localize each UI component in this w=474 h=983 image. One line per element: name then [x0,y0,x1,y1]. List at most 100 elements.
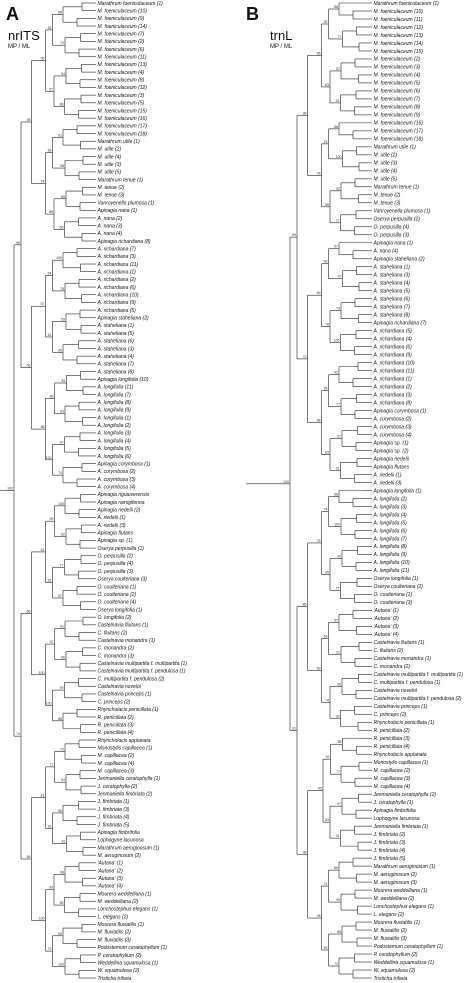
tip-label: Lonchostephus elegans (1) [374,904,435,910]
tip-label: O. perpusilla (3) [98,569,134,575]
tip-label: M. foeniculaceum (10) [98,8,148,14]
support-value: 99 [16,241,20,245]
tip-label: R. penicillata (3) [374,736,410,742]
tip-label: M. foeniculaceum (9) [374,113,421,119]
support-value: 99 [49,886,53,890]
support-value: 77 [336,219,340,223]
tip-label: 'Autana' (1) [97,861,123,867]
support-value: 100 [334,339,340,343]
support-value: 78 [317,914,321,918]
tip-label: M. capillacea (4) [374,784,411,790]
tip-label: Castelnavia noveloi [374,688,418,694]
tip-label: Apinagia nana (1) [373,241,414,247]
support-value: 63 [325,83,329,87]
panel-a-letter: A [6,4,19,24]
tip-label: Apinagia richardiana (7) [373,320,427,326]
tip-label: Apinagia fimbrifolia [97,830,140,836]
support-value: 77 [338,35,342,39]
support-value: 57 [58,594,62,598]
support-value: 74 [324,882,328,886]
support-value: 63 [60,410,64,414]
tip-label: Apinagia staheliana (2) [97,316,149,322]
support-value: 72 [48,947,52,951]
tip-label: A. richardiana (11) [373,368,415,374]
support-value: 66 [334,492,338,496]
support-value: 72 [303,355,307,359]
tip-label: J. fimbriata (1) [97,799,130,805]
tip-label: A. longifolia (6) [97,454,132,460]
support-value: 61 [58,133,62,137]
tip-label: A. longifolia (2) [373,496,408,502]
tip-label: A. longifolia (7) [97,392,132,398]
support-value: 86 [303,603,307,607]
support-value: 74 [324,140,328,144]
support-value: 59 [50,517,54,521]
support-value: 100 [58,502,64,506]
tip-label: M. foeniculaceum (13) [374,33,424,39]
support-value: 92 [324,946,328,950]
support-value: 54 [48,272,52,276]
support-value: 77 [336,770,340,774]
tip-label: P. ceratophyllum (2) [98,953,142,959]
tip-label: A. staheliana (4) [373,281,411,287]
tip-label: Weddellina squamulosa (1) [98,960,159,966]
tip-label: A. staheliana (1) [97,323,135,329]
support-value: 91 [292,727,296,731]
tip-label: Marathrum utile (1) [374,145,417,151]
support-value: 100 [336,155,342,159]
tip-label: Oserya longifolia (1) [374,576,419,582]
support-value: 88 [334,5,338,9]
tip-label: C. princeps (2) [98,699,131,705]
tip-label: Weddellina squamulosa (1) [374,960,435,966]
tip-label: R. penicillata (4) [374,744,410,750]
support-value: 88 [41,425,45,429]
tip-label: Apinagia corymbosa (1) [373,408,427,414]
tip-label: Jenmaniella fimbriata (2) [97,792,153,798]
tip-label: Tristicha trifaria [98,976,132,982]
tip-label: A. staheliana (5) [97,331,135,337]
tip-label: J. ceratophylla (2) [97,784,138,790]
tip-label: M. foeniculaceum (7) [98,32,145,38]
tip-label: Rhyncholacis penicillata (1) [374,720,435,726]
support-value: 100 [58,962,64,966]
support-value: 86 [60,103,64,107]
support-value: 57 [49,87,53,91]
support-value: 78 [325,323,329,327]
tip-label: Marathrum aeruginosum (1) [374,864,436,870]
tip-label: O. coulteriana (1) [98,584,137,590]
tip-label: O. coulteriana (3) [374,600,413,606]
support-value: 69 [317,291,321,295]
tip-label: Marathrum foeniculaceum (1) [98,1,164,7]
support-value: 98 [27,118,31,122]
support-value: 77 [50,763,54,767]
tip-label: M. foeniculaceum (17) [374,129,424,135]
tip-label: A. staheliana (6) [373,296,411,302]
tip-label: Apinagia richardiana (8) [97,239,151,245]
support-value: 57 [41,302,45,306]
tip-label: M. tenue (2) [374,193,401,199]
support-value: 91 [48,824,52,828]
tip-label: O. perpusilla (3) [374,233,410,239]
support-value: 92 [326,755,330,759]
tip-label: M. foeniculaceum (8) [374,105,421,111]
support-value: 98 [303,850,307,854]
tip-label: J. fimbriata (5) [97,822,130,828]
support-value: 57 [336,67,340,71]
tip-label: M. foeniculaceum (3) [374,65,421,71]
tip-label: M. tenue (3) [374,201,401,207]
tip-label: L. elegans (2) [98,914,129,920]
tip-label: A. corymbosa (4) [97,484,136,490]
support-value: 85 [27,855,31,859]
tip-label: A. longifolia (5) [373,520,408,526]
tip-label: A. corymbosa (2) [97,469,136,475]
tip-label: M. foeniculaceum (4) [374,73,421,79]
tip-label: A. nana (3) [97,223,123,229]
support-value: 77 [336,586,340,590]
support-value: 66 [337,682,341,686]
support-value: 99 [60,686,64,690]
tip-label: M. foeniculaceum (2) [374,57,421,63]
support-value: 57 [334,618,338,622]
support-value: 78 [317,539,321,543]
tip-label: A. riedelii (3) [373,480,402,486]
support-value: 61 [41,548,45,552]
